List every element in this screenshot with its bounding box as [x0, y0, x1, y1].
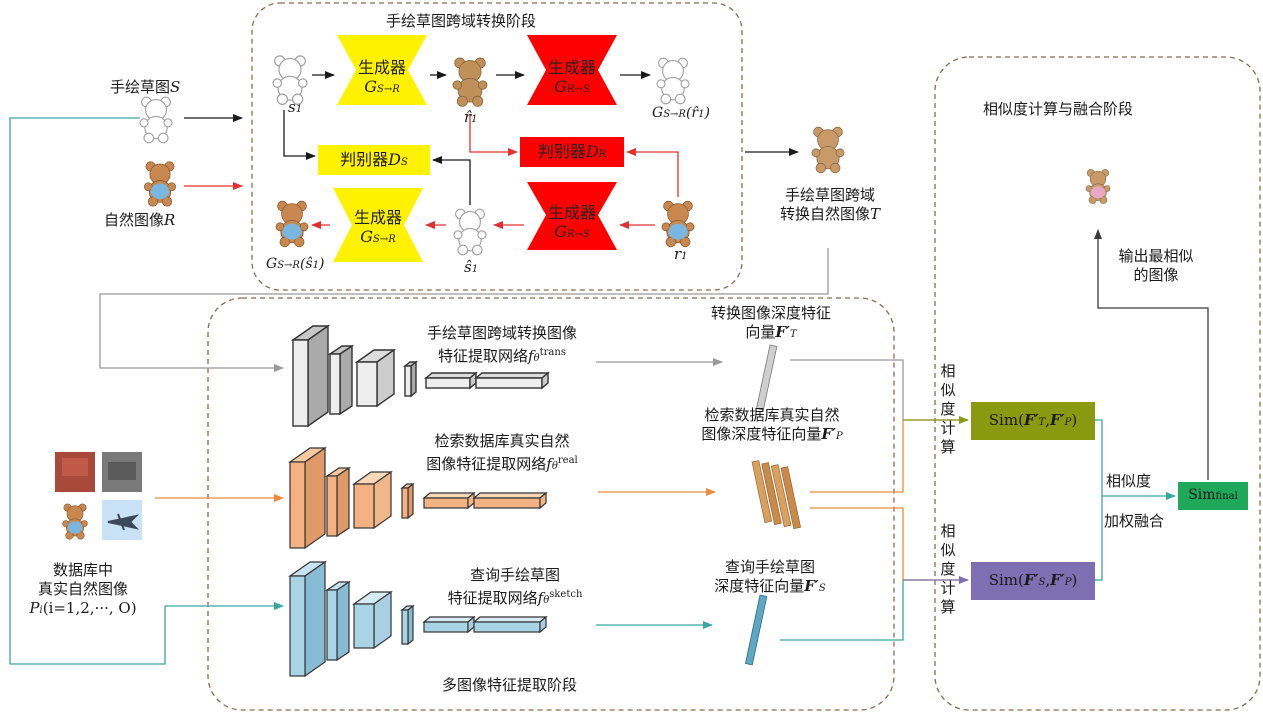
db-bear-image — [62, 503, 88, 540]
vec-trans-label: 转换图像深度特征向量F′T — [710, 304, 831, 341]
generator-r2s-bottom — [527, 182, 617, 250]
s1hat-label: ŝ1 — [464, 258, 479, 276]
stage1-title: 手绘草图跨域转换阶段 — [386, 12, 537, 30]
generator-s2r-top — [337, 35, 427, 105]
stage2-title: 多图像特征提取阶段 — [442, 676, 578, 694]
sim-calc-label-bottom: 相似度计算 — [940, 522, 956, 616]
db-machine-detail — [108, 462, 136, 480]
stage1-border — [251, 2, 743, 291]
net-sketch-label: 查询手绘草图特征提取网络fθsketch — [447, 566, 583, 607]
stage3-title: 相似度计算与融合阶段 — [983, 100, 1134, 118]
fusion-label-2: 加权融合 — [1104, 512, 1165, 530]
output-bear-icon — [1085, 169, 1111, 204]
cnn-sketch — [288, 560, 548, 678]
r1-bear-icon — [661, 200, 695, 248]
discriminator-dr — [520, 137, 624, 167]
disc-ds-label: 判别器DS — [340, 150, 408, 169]
transfer-output-label: 手绘草图跨域转换自然图像T — [779, 186, 881, 223]
sim-sp-label: Sim(F′S,F′P) — [988, 571, 1078, 589]
rec-s-label: GS→R(ŝ1) — [266, 256, 325, 272]
sim-box-sp — [971, 562, 1095, 600]
net-trans-label: 手绘草图跨域转换图像特征提取网络fθtrans — [426, 324, 577, 365]
natural-bear-icon — [144, 161, 176, 207]
sim-final-label: Simfinal — [1188, 487, 1238, 503]
rec-r-label: GS→R(r̂1) — [652, 105, 710, 121]
net-real-label: 检索数据库真实自然图像特征提取网络fθreal — [426, 432, 578, 473]
stage2-border — [207, 297, 895, 711]
natural-input-label: 自然图像R — [104, 211, 176, 229]
sim-tp-label: Sim(F′T,F′P) — [988, 411, 1078, 429]
s1hat-bear-icon — [453, 208, 487, 256]
sim-box-tp — [971, 402, 1095, 440]
r1hat-bear-icon — [452, 57, 488, 107]
sketch-input-label: 手绘草图S — [110, 78, 181, 96]
sim-calc-label-top: 相似度计算 — [940, 362, 956, 456]
generator-s2r-bottom — [333, 188, 423, 262]
vector-real — [751, 460, 801, 530]
r1hat-label: r̂1 — [464, 108, 478, 126]
rec-r-bear-icon — [275, 200, 309, 248]
disc-dr-label: 判别器DR — [537, 142, 607, 161]
discriminator-ds — [318, 145, 430, 175]
transferred-bear-icon — [811, 126, 845, 174]
vector-sketch — [744, 594, 768, 666]
output-label: 输出最相似的图像 — [1118, 247, 1194, 284]
vec-sketch-label: 查询手绘草图深度特征向量F′S — [714, 558, 826, 595]
cnn-trans — [290, 324, 550, 428]
generator-r2s-top — [527, 35, 617, 105]
sketch-bear-icon — [139, 96, 173, 144]
cnn-real — [288, 446, 548, 550]
s1-label: s1 — [288, 98, 303, 116]
fusion-label-1: 相似度 — [1106, 472, 1152, 490]
vector-trans — [756, 344, 778, 411]
rec-s-bear-icon — [656, 57, 690, 105]
sim-final-box — [1178, 482, 1248, 510]
r1-label: r1 — [674, 245, 688, 263]
stage3-border — [934, 56, 1261, 711]
plane-icon — [107, 513, 140, 531]
vec-real-label: 检索数据库真实自然图像深度特征向量F′P — [701, 406, 843, 443]
db-chair-back — [62, 458, 88, 476]
